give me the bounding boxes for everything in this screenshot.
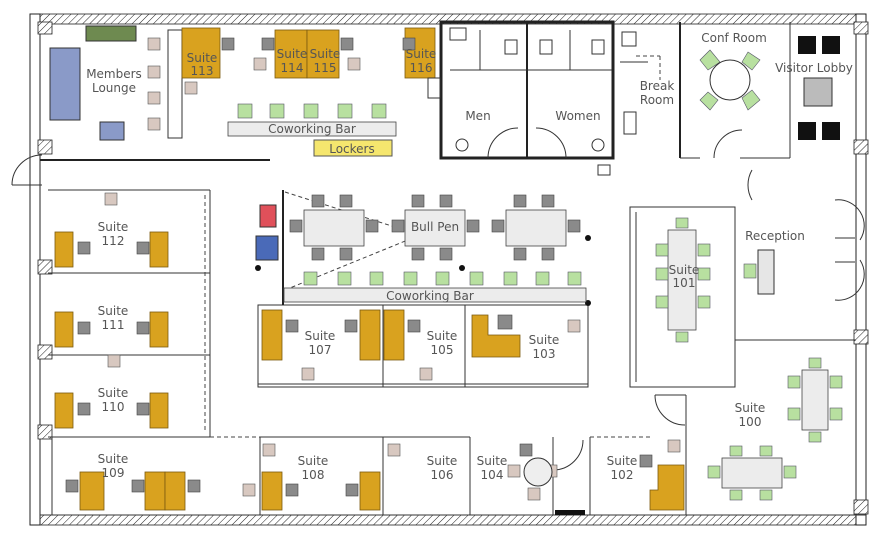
suite-114-number: 114 (281, 61, 304, 75)
members-lounge (49, 25, 183, 141)
restroom-fixtures (449, 27, 637, 176)
suite-110-word: Suite (98, 386, 129, 400)
suite-107-number: 107 (309, 343, 332, 357)
visitor-lobby-furniture (798, 36, 840, 140)
suite-109-number: 109 (102, 466, 125, 480)
suite-101-table (655, 217, 711, 343)
suite-111-number: 111 (102, 318, 125, 332)
coworking-bar-top-label: Coworking Bar (268, 122, 356, 136)
suite-113-word: Suite (187, 51, 218, 65)
lockers-label: Lockers (329, 142, 375, 156)
suite-100-tables (707, 357, 843, 501)
bull-pen-label: Bull Pen (411, 220, 459, 234)
suite-108-word: Suite (298, 454, 329, 468)
suite-110-number: 110 (102, 400, 125, 414)
suite-107-word: Suite (305, 329, 336, 343)
suite-101-number: 101 (673, 276, 696, 290)
women-label: Women (555, 109, 600, 123)
suite-106-word: Suite (427, 454, 458, 468)
members-lounge-label-1: Members (86, 67, 142, 81)
coworking-bar-top-chairs (227, 103, 397, 157)
suite-113-number: 113 (191, 64, 214, 78)
suite-116-number: 116 (410, 61, 433, 75)
interior-walls (40, 20, 856, 515)
suite-105-number: 105 (431, 343, 454, 357)
outer-walls (29, 13, 869, 526)
suite-106-number: 106 (431, 468, 454, 482)
suite-103-number: 103 (533, 347, 556, 361)
suite-115-number: 115 (314, 61, 337, 75)
suite-114-word: Suite (277, 47, 308, 61)
middle-suites (261, 309, 581, 381)
suite-104-word: Suite (477, 454, 508, 468)
suite-108-number: 108 (302, 468, 325, 482)
suite-102-word: Suite (607, 454, 638, 468)
room-labels: Members Lounge Suite 113 Suite 114 Suite… (86, 31, 853, 482)
conf-room-table (699, 49, 761, 111)
reception-label: Reception (745, 229, 805, 243)
conf-room-label: Conf Room (701, 31, 767, 45)
doors (11, 55, 865, 471)
suite-100-number: 100 (739, 415, 762, 429)
suite-115-word: Suite (310, 47, 341, 61)
suite-100-word: Suite (735, 401, 766, 415)
break-room-label-2: Room (640, 93, 674, 107)
suite-102-number: 102 (611, 468, 634, 482)
suite-116-word: Suite (406, 47, 437, 61)
suite-112-number: 112 (102, 234, 125, 248)
reception-desk (743, 249, 775, 295)
suite-105-word: Suite (427, 329, 458, 343)
members-lounge-label-2: Lounge (92, 81, 136, 95)
suite-104-number: 104 (481, 468, 504, 482)
top-suites (181, 27, 441, 99)
bottom-suites (65, 439, 685, 515)
suite-112-word: Suite (98, 220, 129, 234)
suite-103-word: Suite (529, 333, 560, 347)
suite-101-word: Suite (669, 263, 700, 277)
men-label: Men (465, 109, 490, 123)
visitor-lobby-label: Visitor Lobby (775, 61, 853, 75)
left-suites (54, 192, 169, 429)
break-room-label-1: Break (640, 79, 675, 93)
suite-109-word: Suite (98, 452, 129, 466)
bull-pen (255, 194, 591, 306)
coworking-bar-mid-label: Coworking Bar (386, 289, 474, 303)
suite-111-word: Suite (98, 304, 129, 318)
